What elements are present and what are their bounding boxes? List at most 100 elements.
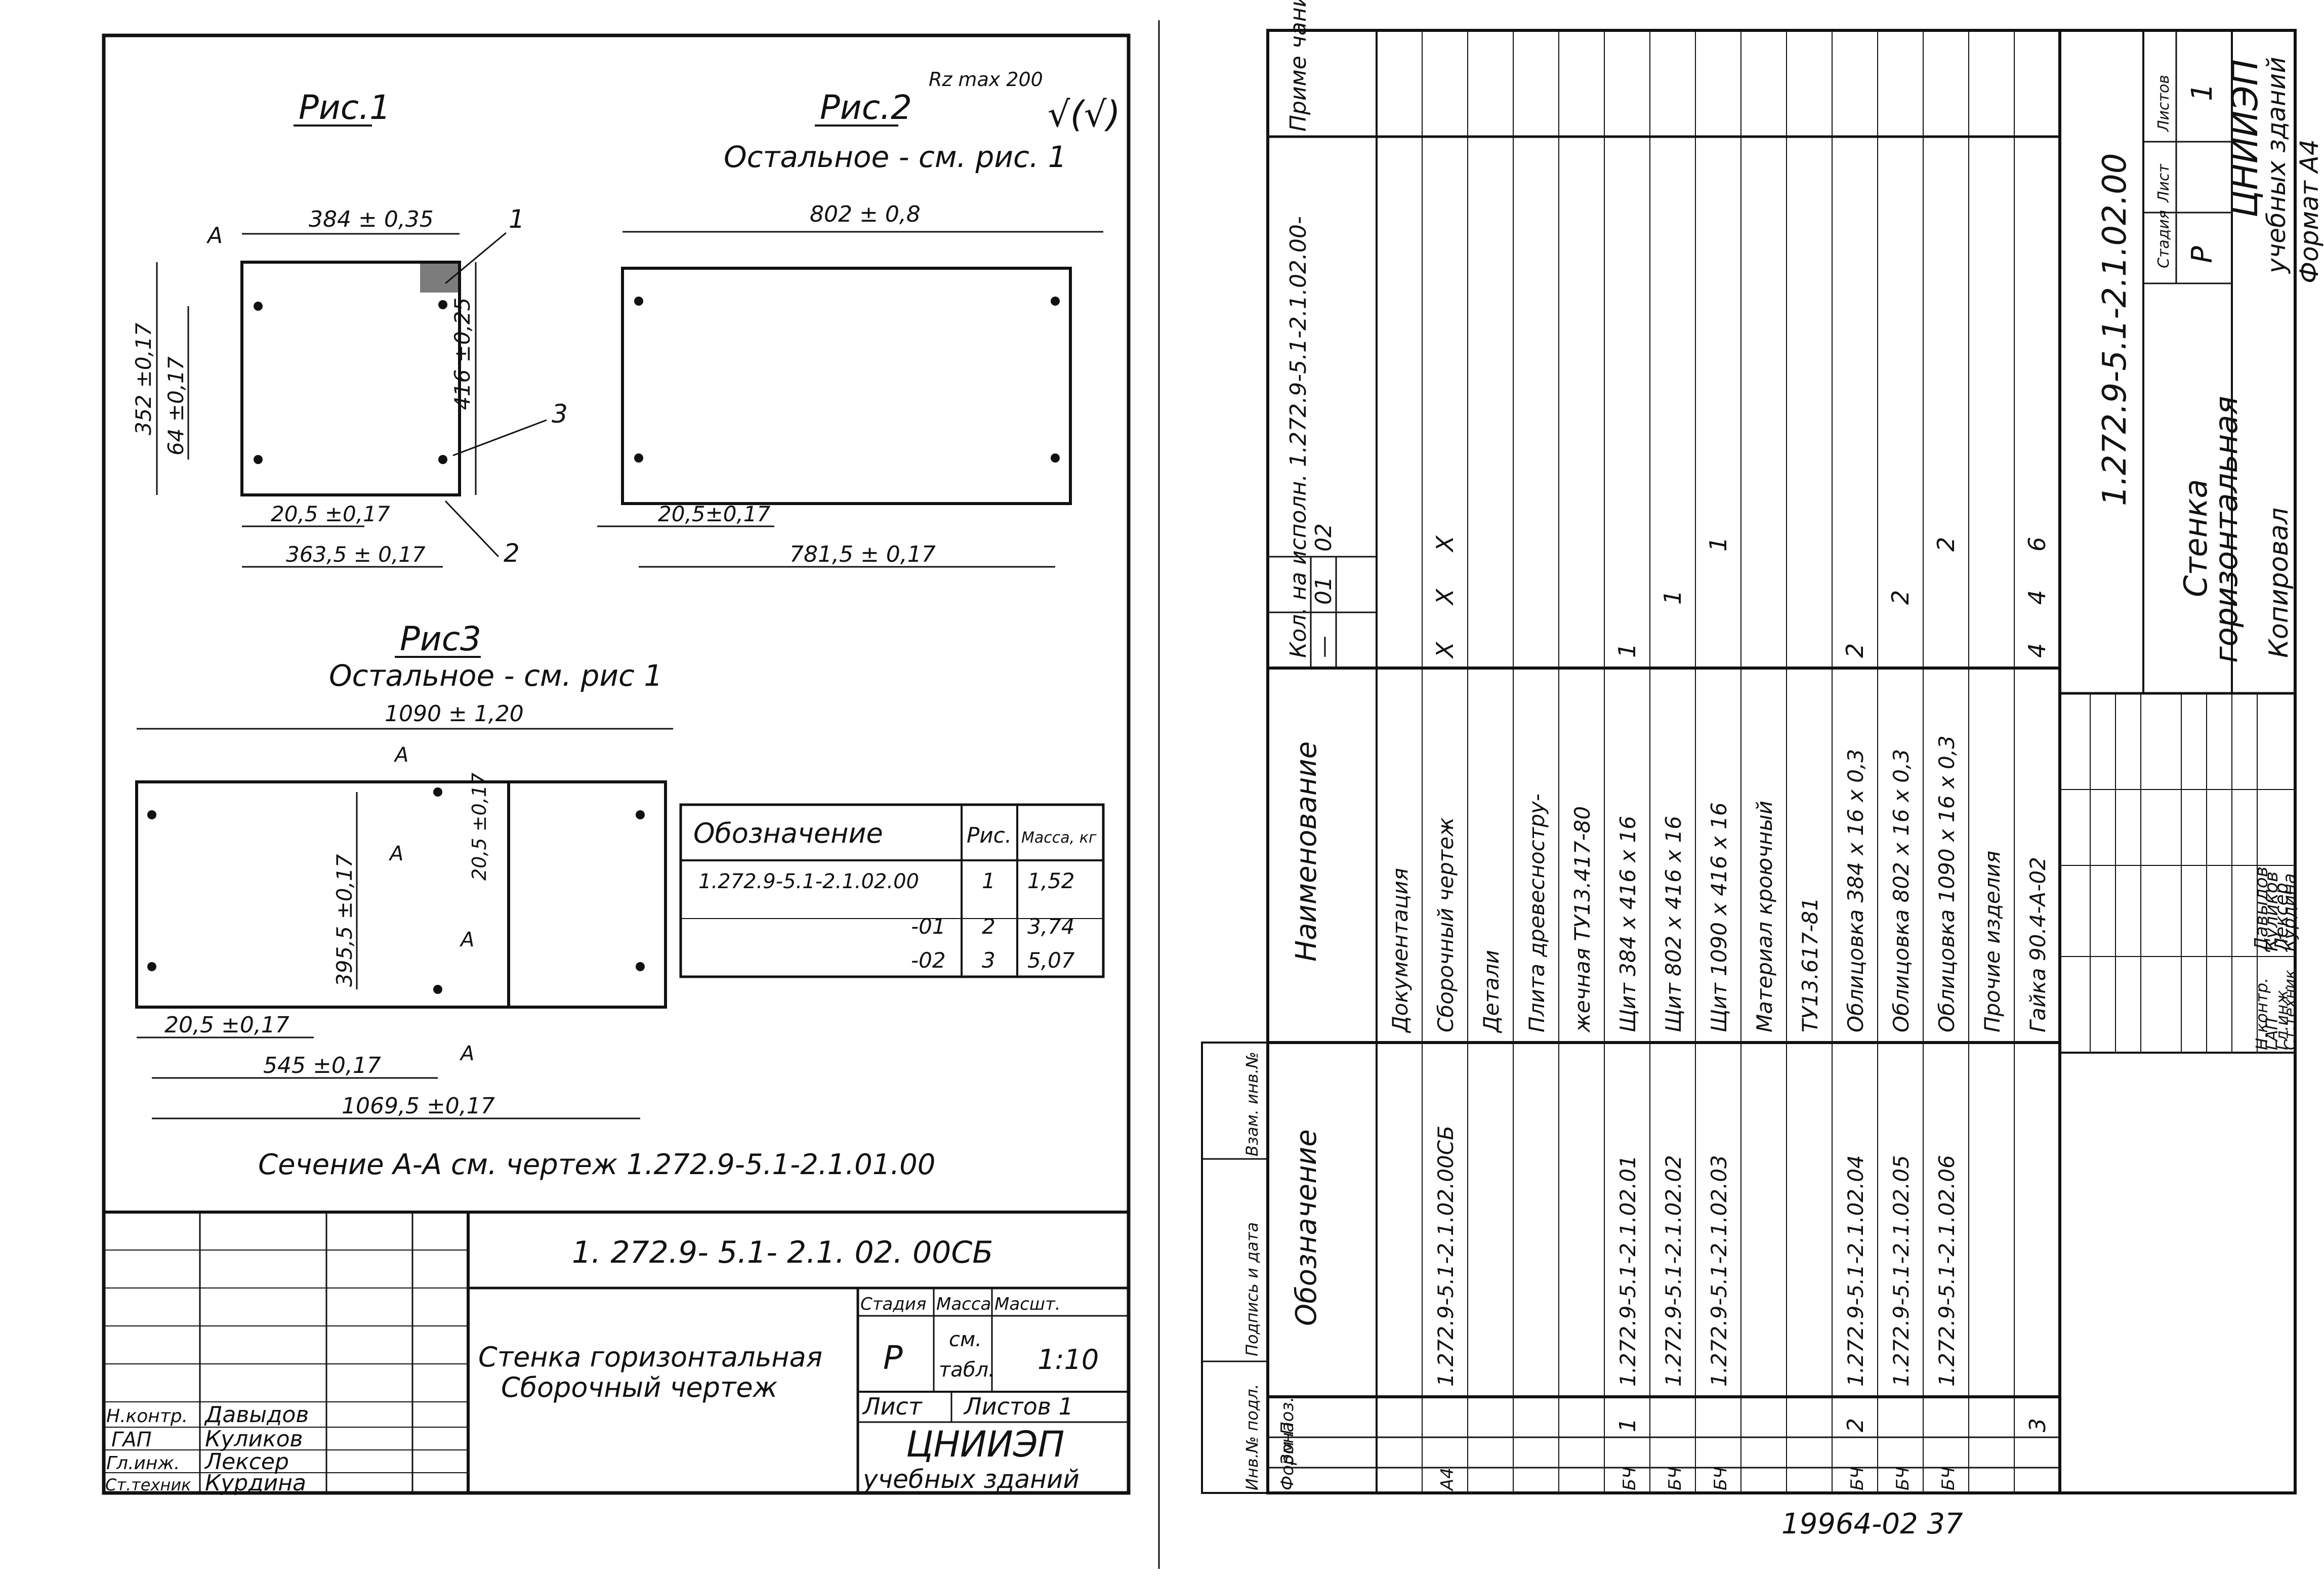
header-note: Приме чание <box>1285 0 1311 132</box>
fig1-hole <box>254 455 263 464</box>
fig2-hole <box>634 297 643 306</box>
fig3-label-a: A <box>459 1042 474 1065</box>
spec-format-cell: БЧ <box>1665 1467 1685 1490</box>
right-doc-name-2: горизонтальная <box>2208 396 2245 663</box>
fig3-dim-20-5-horizontal: 20,5 ±0,17 <box>164 1012 289 1038</box>
fig3-hole <box>147 962 156 971</box>
header-qty-col2: 02 <box>1311 523 1337 552</box>
fig1-dim-363-5: 363,5 ± 0,17 <box>286 542 426 567</box>
fig1-dim-height: 352 ±0,17 <box>131 322 156 435</box>
spec-designation-cell: 1.272.9-5.1-2.1.02.04 <box>1843 1155 1868 1387</box>
right-sheet-frame <box>1266 29 2297 1494</box>
fig1-hole <box>254 302 263 311</box>
left-org-1: ЦНИИЭП <box>906 1424 1064 1465</box>
spec-table: ДокументацияА41.272.9-5.1-2.1.02.00СБСбо… <box>1376 30 2060 1493</box>
figure-1: Рис.1 384 ± 0,35 352 ±0,17 64 ±0,17 416 … <box>131 88 568 568</box>
variants-row-mass: 1,52 <box>1027 868 1075 893</box>
right-copy-note: Копировал <box>2264 508 2294 658</box>
fig1-hole <box>438 300 447 309</box>
fig2-hole <box>1051 297 1060 306</box>
variants-row-fig: 2 <box>982 914 995 939</box>
variants-row-designation: -02 <box>911 948 946 973</box>
right-sheets-label: Листов <box>2155 75 2173 132</box>
spec-designation-cell: 1.272.9-5.1-2.1.02.01 <box>1615 1155 1640 1387</box>
left-stage: Р <box>883 1340 903 1377</box>
fig3-label-a: A <box>388 842 403 865</box>
spec-qty0-cell: 1 <box>1613 643 1641 658</box>
right-signer-role: Гл.инж. <box>2272 985 2292 1050</box>
spec-name-cell: ТУ13.617-81 <box>1798 897 1822 1032</box>
spec-format-cell: БЧ <box>1893 1467 1913 1490</box>
left-sheets-label: Листов 1 <box>963 1393 1073 1420</box>
section-note: Сечение А-А см. чертеж 1.272.9-5.1-2.1.0… <box>258 1148 935 1181</box>
fig2-dim-width: 802 ± 0,8 <box>810 201 921 227</box>
left-sheet-label: Лист <box>862 1393 923 1420</box>
spec-format-cell: БЧ <box>1938 1467 1959 1490</box>
variants-row-mass: 5,07 <box>1027 948 1075 973</box>
spec-qty1-cell: 1 <box>1659 590 1686 605</box>
fig2-title: Рис.2 <box>820 88 912 127</box>
spec-format-cell: БЧ <box>1620 1467 1640 1490</box>
fig3-label-a: A <box>393 743 408 767</box>
spec-qty2-cell: 6 <box>2023 537 2051 552</box>
fig3-dim-width: 1090 ± 1,20 <box>385 701 524 727</box>
spec-name-cell: Облицовка 1090 х 16 х 0,3 <box>1934 735 1959 1032</box>
spec-row: Материал кроючный <box>1752 801 1777 1032</box>
spec-designation-cell: 1.272.9-5.1-2.1.02.06 <box>1934 1155 1959 1387</box>
spec-qty1-cell: 2 <box>1887 590 1914 605</box>
spec-row: БЧ 1.272.9-5.1-2.1.02.06 Облицовка 1090 х … <box>1932 537 1960 1490</box>
fig2-subtitle: Остальное - см. рис. 1 <box>724 140 1067 174</box>
header-designation: Обозначение <box>1290 1129 1323 1326</box>
header-zone: Зона <box>1277 1422 1298 1465</box>
spec-name-cell: Щит 1090 х 416 х 16 <box>1707 802 1731 1032</box>
variants-row-designation: 1.272.9-5.1-2.1.02.00 <box>698 870 919 893</box>
variants-header-fig: Рис. <box>967 823 1012 848</box>
header-qty-col0: — <box>1311 636 1337 658</box>
left-signer-role: Гл.инж. <box>106 1453 180 1474</box>
right-signer-name: Давыдов <box>2251 866 2272 952</box>
header-name: Наименование <box>1290 741 1323 962</box>
fig2-dim-20-5: 20,5±0,17 <box>658 502 771 526</box>
fig1-label-3: 3 <box>552 399 568 429</box>
figure-3: Рис3 Остальное - см. рис 1 1090 ± 1,20 3… <box>135 619 673 1119</box>
left-signer-name: Лексер <box>204 1449 289 1475</box>
right-doc-name-1: Стенка <box>2177 479 2214 597</box>
left-signer-name: Куликов <box>205 1426 303 1452</box>
variants-header-mass: Масса, кг <box>1021 829 1097 847</box>
left-signer-role: Н.контр. <box>106 1406 188 1427</box>
left-doc-name-2: Сборочный чертеж <box>501 1371 778 1403</box>
right-org-1: ЦНИИЭП <box>2224 59 2266 218</box>
spec-name-cell: Сборочный чертеж <box>1433 817 1458 1032</box>
right-signer-name: Курдина <box>2279 873 2300 951</box>
right-sheet: Инв.№ подл. Подпись и дата Взам. инв.№ Ф… <box>1201 0 2324 1494</box>
spec-name-cell: Прочие изделия <box>1980 851 2005 1032</box>
spec-name-cell: Облицовка 384 х 16 х 0,3 <box>1843 749 1868 1032</box>
fig3-hole <box>636 962 645 971</box>
fig1-dim-20-5: 20,5 ±0,17 <box>271 502 390 526</box>
left-org-2: учебных зданий <box>862 1465 1080 1494</box>
spec-name-cell: Материал кроючный <box>1752 801 1777 1032</box>
right-stage: Р <box>2186 246 2219 263</box>
right-signer-name: Лексер <box>2271 883 2292 952</box>
side-label-inv: Инв.№ подл. <box>1242 1384 1262 1490</box>
right-sheet-label: Лист <box>2155 163 2173 203</box>
spec-designation-cell: 1.272.9-5.1-2.1.02.00СБ <box>1433 1126 1458 1387</box>
variants-header-designation: Обозначение <box>693 817 883 849</box>
spec-row: жечная ТУ13.417-80 <box>1570 806 1595 1033</box>
spec-pos-cell: 2 <box>1843 1418 1869 1432</box>
left-sheet: Рис.1 384 ± 0,35 352 ±0,17 64 ±0,17 416 … <box>102 20 1160 1569</box>
fig1-label-2: 2 <box>504 538 520 568</box>
spec-qty0-cell: 4 <box>2023 643 2051 658</box>
fig2-panel <box>621 267 1072 505</box>
spec-name-cell: Щит 802 х 416 х 16 <box>1661 816 1686 1032</box>
fig2-dim-781-5: 781,5 ± 0,17 <box>790 542 936 567</box>
spec-row: ТУ13.617-81 <box>1798 897 1822 1032</box>
variants-row-mass: 3,74 <box>1027 914 1075 939</box>
figure-2: Рис.2 Rz max 200 √(√) Остальное - см. ри… <box>597 68 1120 568</box>
fig1-dim-width: 384 ± 0,35 <box>309 206 434 232</box>
variants-table: Обозначение Рис. Масса, кг 1.272.9-5.1-2… <box>679 803 1105 978</box>
